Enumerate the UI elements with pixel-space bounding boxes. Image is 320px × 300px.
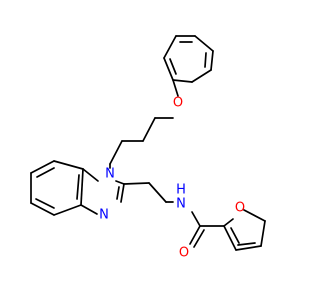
bond-inner [36,167,55,178]
atom-labels: O N N N H O O [99,96,245,261]
bond [193,229,205,248]
atom-label-ether-oxygen: O [173,96,183,111]
bond [30,202,55,216]
bond [172,79,193,83]
atom-label-imine-nitrogen: N [99,208,109,223]
bond-inner [76,174,80,200]
atom-label-ring-nitrogen: N [105,167,115,182]
phenoxypropyl-chain [109,79,179,169]
furan-ring [223,209,266,251]
bond [243,209,266,222]
bond-inner [204,52,207,68]
atom-label-carbonyl-oxygen: O [179,246,189,261]
bond [80,168,84,206]
bond-inner [116,186,120,200]
bond-inner [230,227,240,244]
bond [53,204,82,216]
bond [120,183,125,203]
bond [148,182,167,203]
bond [30,160,55,174]
bond [123,182,150,185]
bond [53,160,84,170]
bond [210,50,214,71]
bond [80,204,98,215]
bond [82,168,99,182]
bond [223,225,237,251]
bond [223,218,234,227]
atom-label-amide-nitrogen: N [176,197,186,212]
bond [142,117,156,142]
bond [115,180,125,185]
molecule-canvas: O N N N H O O [30,35,266,261]
bond [191,69,212,83]
bond-inner [169,58,177,75]
bond [163,35,177,59]
benzimidazole-ring [30,160,125,216]
bond [189,225,201,245]
atom-label-furan-oxygen: O [235,201,245,216]
bond [109,140,123,165]
bond-inner [237,242,256,246]
bond [163,57,174,81]
bond [191,211,201,227]
bond-inner [35,198,55,209]
ethyl-amide-chain [123,182,225,248]
molecule-structure: O N N N H O O [30,35,266,261]
bond [260,220,266,247]
bond [235,245,262,251]
atom-label-amide-hydrogen: H [176,183,186,198]
bond [194,35,214,52]
phenyl-ring [163,35,214,83]
bond [172,79,179,97]
